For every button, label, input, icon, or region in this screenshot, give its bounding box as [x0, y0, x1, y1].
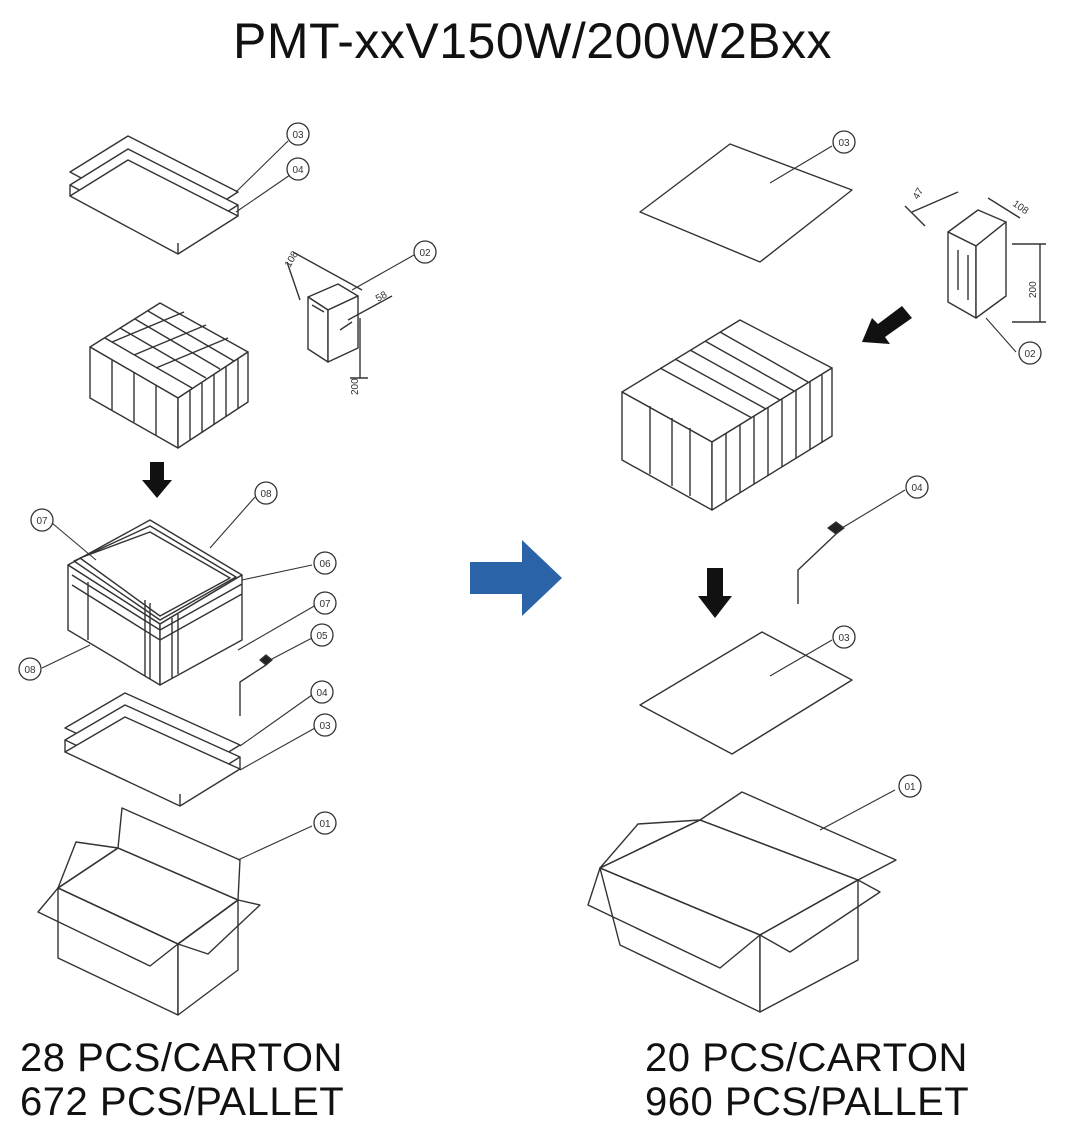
callout-label: 01: [319, 819, 331, 830]
callout-label: 05: [316, 631, 328, 642]
left-module-stack: [89, 302, 249, 449]
callout-label: 08: [260, 489, 272, 500]
callout-label: 04: [911, 483, 923, 494]
right-pcs-per-carton: 20 PCS/CARTON: [645, 1036, 968, 1080]
left-carton: [37, 807, 261, 1016]
callout-label: 02: [419, 248, 431, 259]
callout-label: 08: [24, 665, 36, 676]
callout-label: 03: [292, 130, 304, 141]
down-arrow-icon: [698, 568, 732, 618]
dimension-label: 200: [350, 378, 361, 395]
right-pcs-per-pallet: 960 PCS/PALLET: [645, 1080, 970, 1124]
callout-label: 03: [838, 633, 850, 644]
left-tray: [67, 519, 243, 686]
diagram-title: PMT-xxV150W/200W2Bxx: [232, 13, 833, 69]
down-arrow-icon: [862, 306, 912, 344]
dimension-label: 58: [374, 289, 390, 304]
right-module-row: [621, 319, 833, 511]
right-top-pad: [639, 143, 853, 263]
left-unit: [286, 251, 393, 379]
callout-label: 04: [292, 165, 304, 176]
right-carton: [587, 791, 897, 1013]
right-packing-caption: 20 PCS/CARTON 960 PCS/PALLET: [645, 1036, 969, 1124]
callout-label: 02: [1024, 349, 1036, 360]
dimension-label: 108: [283, 249, 301, 269]
left-pcs-per-carton: 28 PCS/CARTON: [20, 1036, 343, 1080]
callout-label: 03: [838, 138, 850, 149]
right-bottom-pad: [639, 631, 853, 755]
right-arrow-icon: [470, 540, 562, 616]
callout-label: 07: [36, 516, 48, 527]
callout-label: 06: [319, 559, 331, 570]
right-unit: [904, 191, 1046, 323]
down-arrow-icon: [142, 462, 172, 498]
callout-label: 03: [319, 721, 331, 732]
left-pcs-per-pallet: 672 PCS/PALLET: [20, 1080, 345, 1124]
callout-label: 07: [319, 599, 331, 610]
dimension-label: 200: [1028, 281, 1039, 298]
left-connector: [239, 654, 273, 716]
callout-label: 01: [904, 782, 916, 793]
left-top-pad: [69, 135, 239, 255]
dimension-label: 47: [911, 186, 926, 202]
left-packing-caption: 28 PCS/CARTON 672 PCS/PALLET: [20, 1036, 344, 1124]
left-bottom-pad: [64, 692, 241, 807]
right-connector: [797, 521, 845, 604]
callout-label: 04: [316, 688, 328, 699]
